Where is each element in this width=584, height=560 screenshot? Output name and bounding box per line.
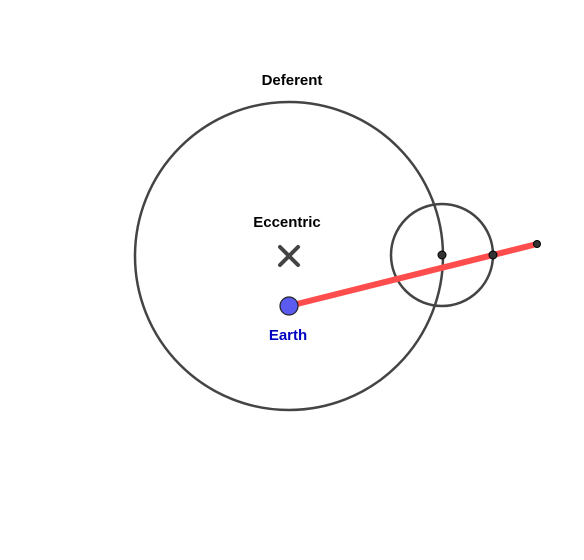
- eccentric-label: Eccentric: [253, 214, 321, 231]
- planet-point[interactable]: [488, 250, 498, 260]
- earth-point[interactable]: [279, 296, 299, 316]
- epicycle-center-point[interactable]: [437, 250, 447, 260]
- line-end-point[interactable]: [533, 240, 541, 248]
- earth-label: Earth: [269, 327, 307, 344]
- deferent-label: Deferent: [262, 72, 323, 89]
- eccentric-marker: [278, 245, 300, 267]
